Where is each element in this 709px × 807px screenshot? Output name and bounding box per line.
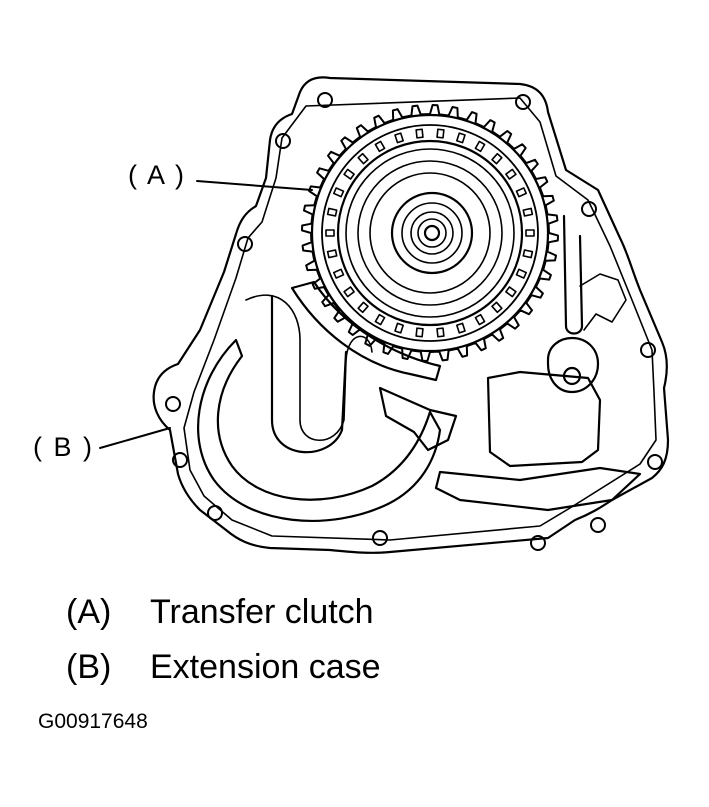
clutch-slot [491,152,503,165]
clutch-slot [415,327,424,338]
figure-id: G00917648 [38,710,148,733]
lower-chamber-rim [245,294,373,442]
transfer-clutch-drum-ring [321,124,539,342]
clutch-slot [456,132,466,144]
clutch-slot [343,286,355,298]
transfer-clutch-drum-outer [310,113,550,353]
legend-code: (B) [66,648,112,686]
legend-row-a: (A) Transfer clutch [66,593,374,632]
transfer-clutch-inner-ring [336,139,524,327]
transfer-clutch-hub-2 [410,211,454,255]
clutch-slot [374,140,386,153]
clutch-slot [343,168,355,180]
clutch-slot [474,313,486,326]
transfer-clutch-shaft [423,224,441,242]
bolt-holes [165,92,663,551]
transfer-clutch-plate-3 [369,172,491,294]
clutch-slot [505,168,517,180]
clutch-slot [332,268,345,279]
clutch-slot [394,132,404,144]
clutch-slot [515,268,528,279]
guide-bracket [378,386,458,452]
transfer-clutch-hub-1 [401,202,463,264]
clutch-slot [515,187,528,198]
clutch-slot [326,207,338,217]
legend-code: (A) [66,593,112,631]
clutch-slot [357,301,369,314]
transfer-clutch-teeth [301,104,559,362]
legend-description: Extension case [150,648,381,686]
clutch-slot [505,286,517,298]
clutch-slot [374,313,386,326]
clutch-slot [474,140,486,153]
right-housing-ledge [434,466,642,512]
clutch-slot [436,128,445,139]
callout-label-b: ( B ) [33,432,94,462]
legend-description: Transfer clutch [150,593,374,631]
clutch-slot [522,249,534,259]
transfer-clutch-plate-1 [345,148,515,318]
clutch-slot [326,249,338,259]
extension-case-outline [152,76,670,554]
leader-line-b [99,427,171,449]
clutch-slot [394,322,404,334]
right-rod [562,214,584,335]
transfer-clutch-illustration [99,76,670,554]
leader-line-a [196,180,313,191]
right-mount-boss [546,336,600,394]
clutch-guide-shroud [290,280,442,382]
clutch-slot [415,128,424,139]
clutch-slot [525,229,535,237]
right-mount-hole [562,366,582,386]
right-housing-block [486,370,602,468]
clutch-slot [332,187,345,198]
clutch-slot [436,327,445,338]
right-bracket [579,273,627,331]
legend-row-b: (B) Extension case [66,648,381,687]
oil-passage [270,294,348,454]
clutch-slot [357,152,369,165]
clutch-slot [325,229,335,237]
callout-label-a: ( A ) [128,160,187,190]
transfer-clutch-hub-outer [390,191,474,275]
extension-case-inner-edge [183,97,657,541]
clutch-slot [491,301,503,314]
clutch-slot [522,207,534,217]
transfer-clutch-plate-2 [357,160,503,306]
transfer-clutch-slots [325,128,535,338]
clutch-slot [456,322,466,334]
lower-chamber [197,338,442,522]
transfer-clutch-hub-3 [417,218,447,248]
